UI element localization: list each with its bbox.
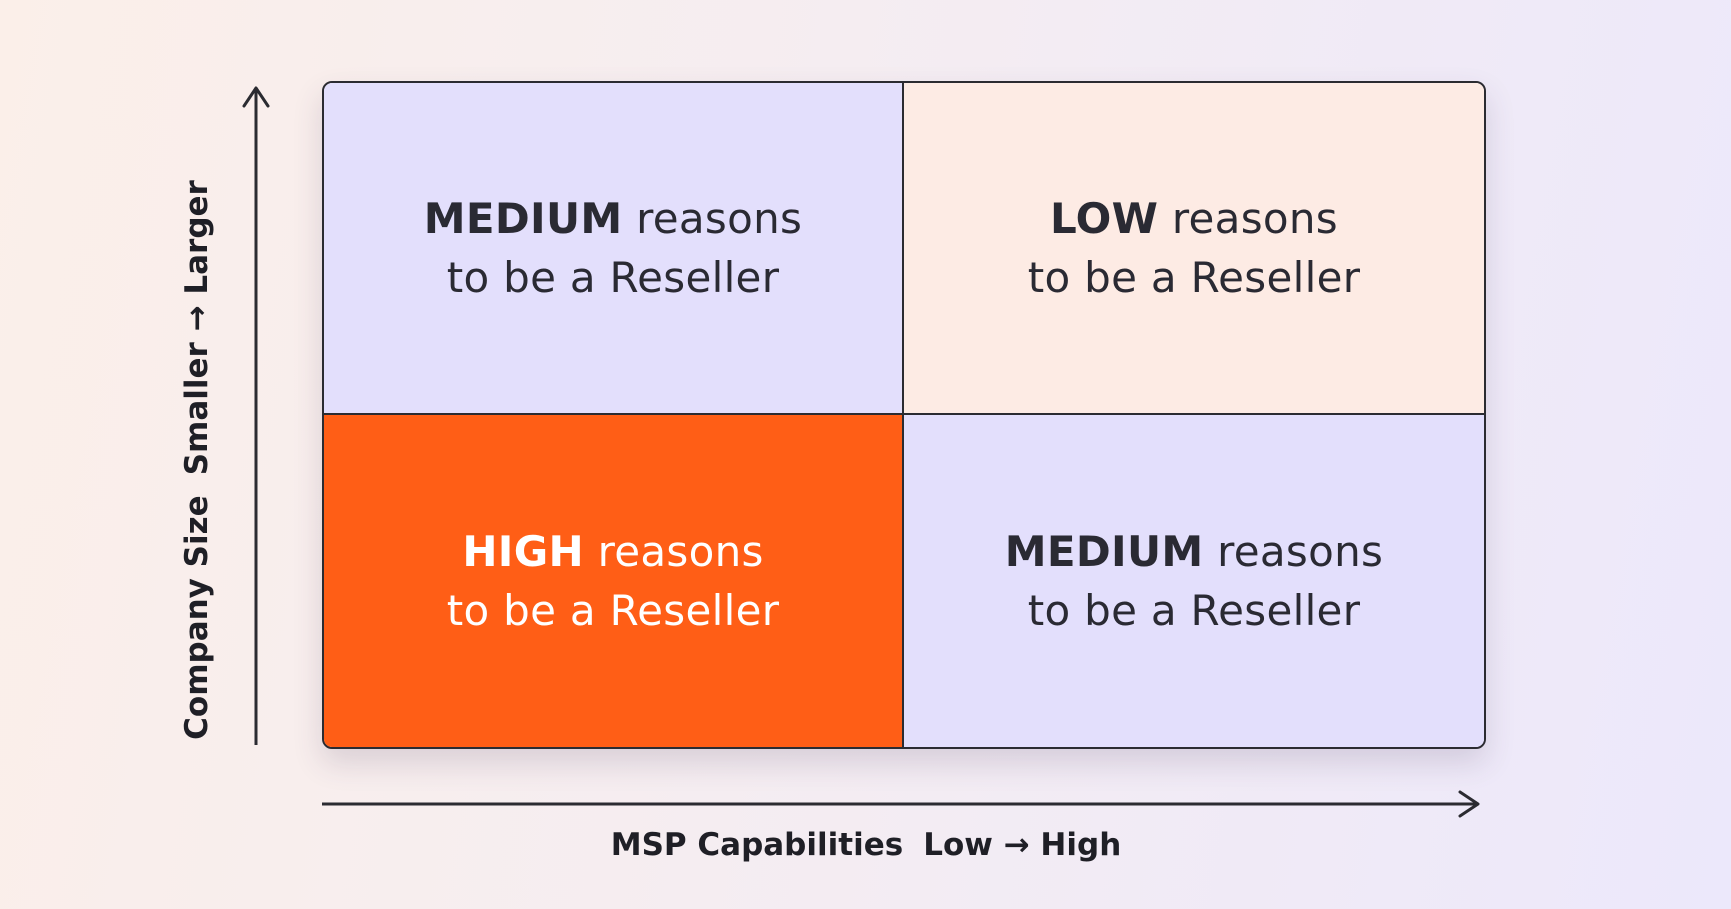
x-axis-label: MSP Capabilities Low → High bbox=[611, 827, 1122, 863]
reseller-matrix: MEDIUM reasons to be a Reseller LOW reas… bbox=[322, 81, 1486, 749]
quadrant-text: reasons bbox=[1158, 194, 1338, 243]
y-axis-name: Company Size bbox=[179, 495, 215, 740]
quadrant-text: reasons bbox=[622, 194, 803, 243]
quadrant-line2: to be a Reseller bbox=[1027, 586, 1361, 635]
x-axis-range: Low → High bbox=[923, 827, 1122, 863]
quadrant-text: reasons bbox=[1203, 527, 1384, 576]
quadrant-level: MEDIUM bbox=[1004, 527, 1204, 576]
quadrant-level: MEDIUM bbox=[423, 194, 623, 243]
y-axis-arrowhead bbox=[242, 86, 270, 108]
quadrant-bottom-left: HIGH reasons to be a Reseller bbox=[324, 415, 904, 747]
quadrant-line2: to be a Reseller bbox=[446, 253, 780, 302]
quadrant-bottom-right: MEDIUM reasons to be a Reseller bbox=[904, 415, 1484, 747]
y-axis-label: Company Size Smaller → Larger bbox=[179, 180, 215, 740]
quadrant-level: LOW bbox=[1050, 194, 1159, 243]
quadrant-level: HIGH bbox=[462, 527, 584, 576]
y-axis-range: Smaller → Larger bbox=[179, 180, 215, 476]
quadrant-line2: to be a Reseller bbox=[1027, 253, 1361, 302]
x-axis-name: MSP Capabilities bbox=[610, 827, 904, 863]
quadrant-top-left: MEDIUM reasons to be a Reseller bbox=[324, 83, 904, 415]
x-axis-arrowhead bbox=[1458, 790, 1480, 818]
quadrant-top-right: LOW reasons to be a Reseller bbox=[904, 83, 1484, 415]
quadrant-text: reasons bbox=[583, 527, 764, 576]
quadrant-line2: to be a Reseller bbox=[446, 586, 780, 635]
